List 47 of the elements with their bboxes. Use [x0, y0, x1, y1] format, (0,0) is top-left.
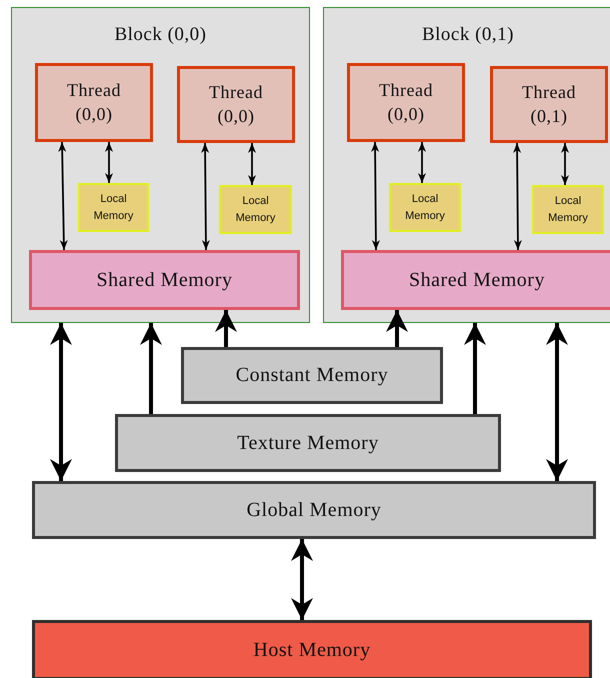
block-title: Block (0,0) — [114, 24, 207, 46]
block-container — [11, 7, 310, 323]
thread-label: Thread (0,1) — [521, 81, 577, 128]
memory-label: Texture Memory — [237, 432, 379, 454]
arrow — [561, 143, 569, 185]
local-memory-box — [389, 183, 461, 232]
arrow — [58, 142, 68, 250]
arrow — [291, 539, 313, 620]
arrow — [248, 143, 256, 185]
arrow — [513, 143, 522, 250]
arrow — [50, 323, 72, 481]
local-memory-box — [532, 185, 604, 234]
arrow — [371, 142, 380, 250]
arrow — [215, 310, 237, 347]
thread-label: Thread (0,0) — [378, 79, 434, 126]
memory-label: Local Memory — [92, 192, 134, 224]
thread-label: Thread (0,0) — [208, 81, 264, 128]
memory-label: Shared Memory — [409, 268, 545, 292]
memory-label: Local Memory — [404, 192, 446, 224]
memory-box — [181, 347, 443, 404]
host-memory-box — [32, 620, 592, 678]
memory-label: Constant Memory — [236, 364, 388, 387]
memory-box — [32, 481, 596, 539]
memory-label: Global Memory — [246, 498, 382, 522]
thread-box — [177, 66, 295, 143]
thread-box — [490, 66, 608, 143]
local-memory-box — [219, 185, 292, 234]
arrow — [546, 323, 568, 481]
arrow — [464, 323, 486, 414]
thread-box — [35, 63, 153, 142]
block-title: Block (0,1) — [422, 24, 514, 46]
arrow — [140, 323, 162, 414]
shared-memory-box — [29, 250, 300, 310]
arrow — [418, 142, 426, 183]
arrow — [105, 142, 113, 183]
arrow — [201, 143, 210, 250]
memory-box — [115, 414, 501, 472]
memory-label: Shared Memory — [96, 268, 232, 292]
memory-label: Local Memory — [234, 194, 276, 226]
block-container — [323, 7, 610, 323]
memory-label: Host Memory — [253, 638, 371, 662]
local-memory-box — [78, 183, 149, 232]
thread-label: Thread (0,0) — [66, 79, 122, 126]
thread-box — [347, 63, 465, 142]
shared-memory-box — [341, 250, 610, 310]
arrow — [386, 310, 408, 347]
memory-label: Local Memory — [547, 194, 589, 226]
